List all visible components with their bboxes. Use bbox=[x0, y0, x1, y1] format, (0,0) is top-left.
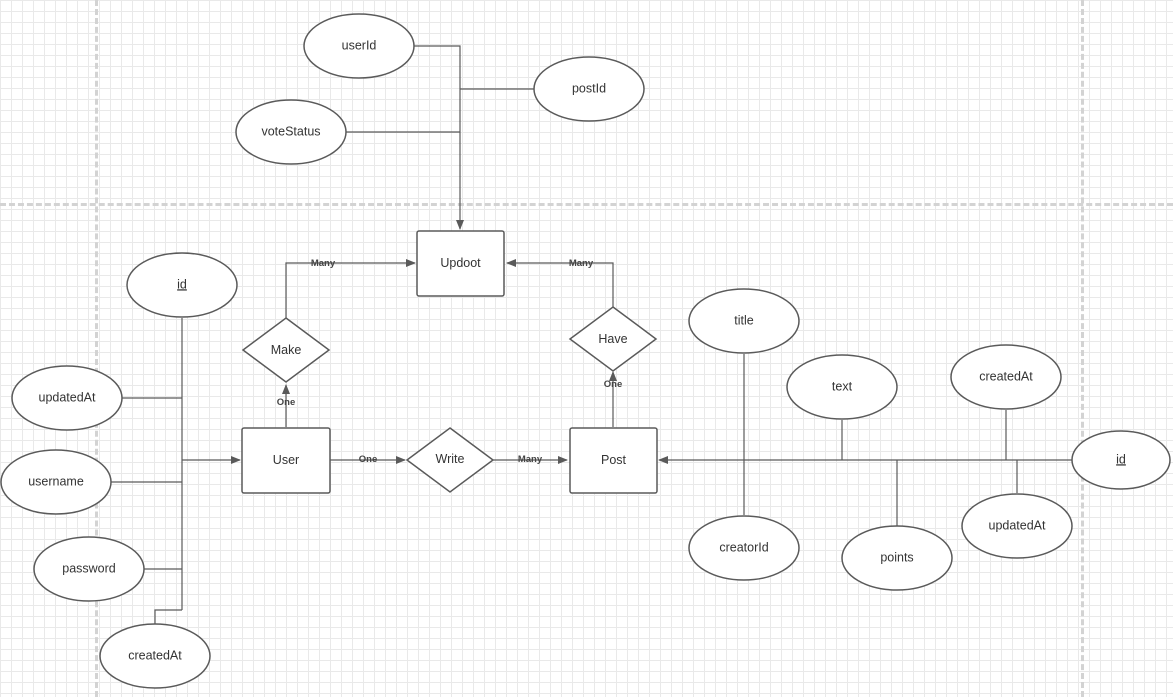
attribute-post-points[interactable]: points bbox=[841, 525, 953, 591]
attribute-post-createdat[interactable]: createdAt bbox=[950, 344, 1062, 410]
relationship-make[interactable]: Make bbox=[241, 317, 331, 383]
attribute-user-password[interactable]: password bbox=[33, 536, 145, 602]
attribute-post-updatedat-label: updatedAt bbox=[989, 518, 1047, 532]
attribute-user-id[interactable]: id bbox=[126, 252, 238, 318]
attribute-post-updatedat[interactable]: updatedAt bbox=[961, 493, 1073, 559]
connector-userid-updoot bbox=[414, 45, 464, 230]
relationship-have-label: Have bbox=[598, 332, 627, 346]
cardinality-write-post: Many bbox=[518, 454, 543, 465]
attribute-userid[interactable]: userId bbox=[303, 13, 415, 79]
relationship-make-label: Make bbox=[271, 343, 302, 357]
entity-updoot[interactable]: Updoot bbox=[416, 230, 505, 297]
cardinality-labels: Many Many One One One Many bbox=[277, 258, 622, 465]
entity-updoot-label: Updoot bbox=[440, 256, 481, 270]
attribute-user-username-label: username bbox=[28, 474, 84, 488]
relationship-have[interactable]: Have bbox=[568, 306, 658, 372]
attribute-user-updatedat[interactable]: updatedAt bbox=[11, 365, 123, 431]
attribute-post-createdat-label: createdAt bbox=[979, 369, 1033, 383]
relationship-write[interactable]: Write bbox=[405, 427, 495, 493]
attribute-post-text[interactable]: text bbox=[786, 354, 898, 420]
attribute-post-title[interactable]: title bbox=[688, 288, 800, 354]
attribute-user-username[interactable]: username bbox=[0, 449, 112, 515]
connectors bbox=[110, 45, 1072, 624]
cardinality-post-have: One bbox=[604, 379, 622, 390]
attribute-postid-label: postId bbox=[572, 81, 606, 95]
attribute-post-title-label: title bbox=[734, 313, 754, 327]
attribute-user-createdat-label: createdAt bbox=[128, 648, 182, 662]
cardinality-user-write: One bbox=[359, 454, 377, 465]
attribute-post-points-label: points bbox=[880, 550, 913, 564]
attribute-user-createdat[interactable]: createdAt bbox=[99, 623, 211, 689]
attribute-votestatus-label: voteStatus bbox=[261, 124, 320, 138]
connector-have-updoot bbox=[506, 259, 614, 307]
cardinality-have-updoot: Many bbox=[569, 258, 594, 269]
entity-user[interactable]: User bbox=[241, 427, 331, 494]
attribute-post-creatorid-label: creatorId bbox=[719, 540, 768, 554]
attribute-post-id-label: id bbox=[1116, 452, 1126, 466]
connector-make-updoot bbox=[285, 259, 416, 318]
entity-user-label: User bbox=[273, 453, 299, 467]
entity-post[interactable]: Post bbox=[569, 427, 658, 494]
connector-userattrs-user bbox=[181, 318, 240, 610]
attribute-votestatus[interactable]: voteStatus bbox=[235, 99, 347, 165]
attribute-userid-label: userId bbox=[342, 38, 377, 52]
attribute-postid[interactable]: postId bbox=[533, 56, 645, 122]
relationship-write-label: Write bbox=[436, 452, 465, 466]
entity-post-label: Post bbox=[601, 453, 627, 467]
connector-createdat-user bbox=[154, 609, 182, 624]
attribute-post-text-label: text bbox=[832, 379, 853, 393]
attribute-user-updatedat-label: updatedAt bbox=[39, 390, 97, 404]
cardinality-make-updoot: Many bbox=[311, 258, 336, 269]
attribute-post-creatorid[interactable]: creatorId bbox=[688, 515, 800, 581]
attribute-post-id[interactable]: id bbox=[1071, 430, 1171, 490]
attribute-user-id-label: id bbox=[177, 277, 187, 291]
attribute-user-password-label: password bbox=[62, 561, 116, 575]
cardinality-user-make: One bbox=[277, 397, 295, 408]
